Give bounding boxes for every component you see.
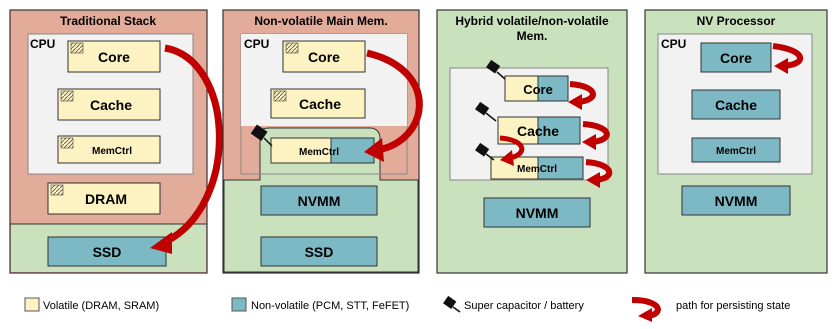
cache-block: Cache: [270, 88, 366, 119]
legend-label-supercap: Super capacitor / battery: [464, 300, 584, 312]
memctrl-block: MemCtrl: [57, 135, 161, 164]
panel-title: NV Processor: [697, 14, 776, 28]
ssd-block: SSD: [260, 236, 378, 267]
cache-block: Cache: [691, 89, 781, 120]
nvmm-block: NVMM: [681, 185, 791, 216]
dram-block: DRAM: [47, 182, 161, 215]
panel-title-line2: Mem.: [517, 29, 548, 43]
dram-label: DRAM: [85, 191, 127, 207]
persist-path-arrow: [163, 44, 223, 246]
persist-path-arrow: [366, 49, 423, 154]
nvmm-label: NVMM: [715, 193, 758, 209]
core-block: Core: [282, 40, 366, 73]
persist-path-arrow: [499, 135, 525, 161]
nvmm-label: NVMM: [298, 193, 341, 209]
legend: Volatile (DRAM, SRAM) Non-volatile (PCM,…: [24, 295, 790, 322]
ssd-block: SSD: [47, 236, 167, 267]
memctrl-block: MemCtrl: [691, 137, 781, 163]
legend-label-path: path for persisting state: [676, 300, 790, 312]
cpu-label: CPU: [244, 37, 269, 51]
memctrl-label: MemCtrl: [517, 164, 557, 175]
ssd-label: SSD: [93, 244, 122, 260]
persist-path-arrow: [569, 81, 596, 105]
nvmm-block: NVMM: [483, 197, 591, 228]
legend-swatch-volatile: [24, 297, 40, 312]
core-block: Core: [67, 40, 161, 73]
persist-path-arrowhead: [586, 172, 600, 188]
legend-label-nonvolatile: Non-volatile (PCM, STT, FeFET): [251, 300, 409, 312]
persist-path-arrowhead: [568, 94, 582, 110]
legend-item-nonvolatile: Non-volatile (PCM, STT, FeFET): [231, 297, 409, 312]
panel-hybrid-memory: Hybrid volatile/non-volatile Mem. Core C…: [436, 9, 628, 274]
supercap-icon: [486, 59, 506, 80]
core-label: Core: [720, 50, 752, 66]
persist-path-arrowhead: [774, 58, 788, 74]
persist-path-arrow: [582, 121, 610, 145]
supercap-icon: [475, 101, 497, 122]
panel-title-line1: Hybrid volatile/non-volatile: [455, 14, 609, 28]
persist-path-icon-head: [638, 308, 652, 322]
cache-label: Cache: [517, 123, 559, 139]
core-label: Core: [308, 49, 340, 65]
memctrl-label: MemCtrl: [299, 147, 339, 158]
persist-path-arrow: [585, 159, 613, 183]
cpu-label: CPU: [30, 37, 55, 51]
core-label: Core: [98, 49, 130, 65]
persist-path-arrowhead: [364, 138, 384, 162]
ssd-label: SSD: [305, 244, 334, 260]
legend-item-path: path for persisting state: [631, 297, 790, 322]
supercap-icon: [475, 142, 495, 161]
cache-label: Cache: [299, 96, 341, 112]
nvmm-label: NVMM: [516, 205, 559, 221]
memctrl-block: MemCtrl: [490, 156, 584, 180]
persist-path-arrowhead: [582, 134, 596, 150]
persist-path-arrow: [772, 43, 804, 69]
panel-title: Non-volatile Main Mem.: [254, 14, 387, 28]
core-block: Core: [504, 75, 569, 102]
nvmm-block: NVMM: [260, 185, 378, 216]
supercap-icon: [250, 124, 273, 147]
panel-nv-processor: NV Processor CPU Core Cache MemCtrl NVMM: [644, 9, 828, 274]
memctrl-block: MemCtrl: [270, 137, 375, 164]
persist-path-arrowhead: [150, 232, 172, 254]
panel-traditional-stack: Traditional Stack CPU Core Cache MemCtrl…: [9, 9, 223, 274]
legend-swatch-nonvolatile: [231, 297, 247, 312]
cache-label: Cache: [90, 97, 132, 113]
legend-label-volatile: Volatile (DRAM, SRAM): [43, 300, 159, 312]
legend-item-volatile: Volatile (DRAM, SRAM): [24, 297, 159, 312]
cache-block: Cache: [57, 88, 161, 121]
core-label: Core: [523, 82, 553, 97]
supercap-icon: [443, 295, 461, 313]
legend-item-supercap: Super capacitor / battery: [443, 295, 584, 313]
panel-nonvolatile-main-memory: Non-volatile Main Mem. CPU Core Cache Me…: [222, 9, 423, 274]
core-block: Core: [700, 42, 772, 73]
panel-title: Traditional Stack: [60, 14, 156, 28]
memctrl-label: MemCtrl: [716, 146, 756, 157]
cache-label: Cache: [715, 97, 757, 113]
cpu-label: CPU: [661, 37, 686, 51]
memctrl-label: MemCtrl: [92, 146, 132, 157]
persist-path-arrowhead: [500, 150, 514, 166]
